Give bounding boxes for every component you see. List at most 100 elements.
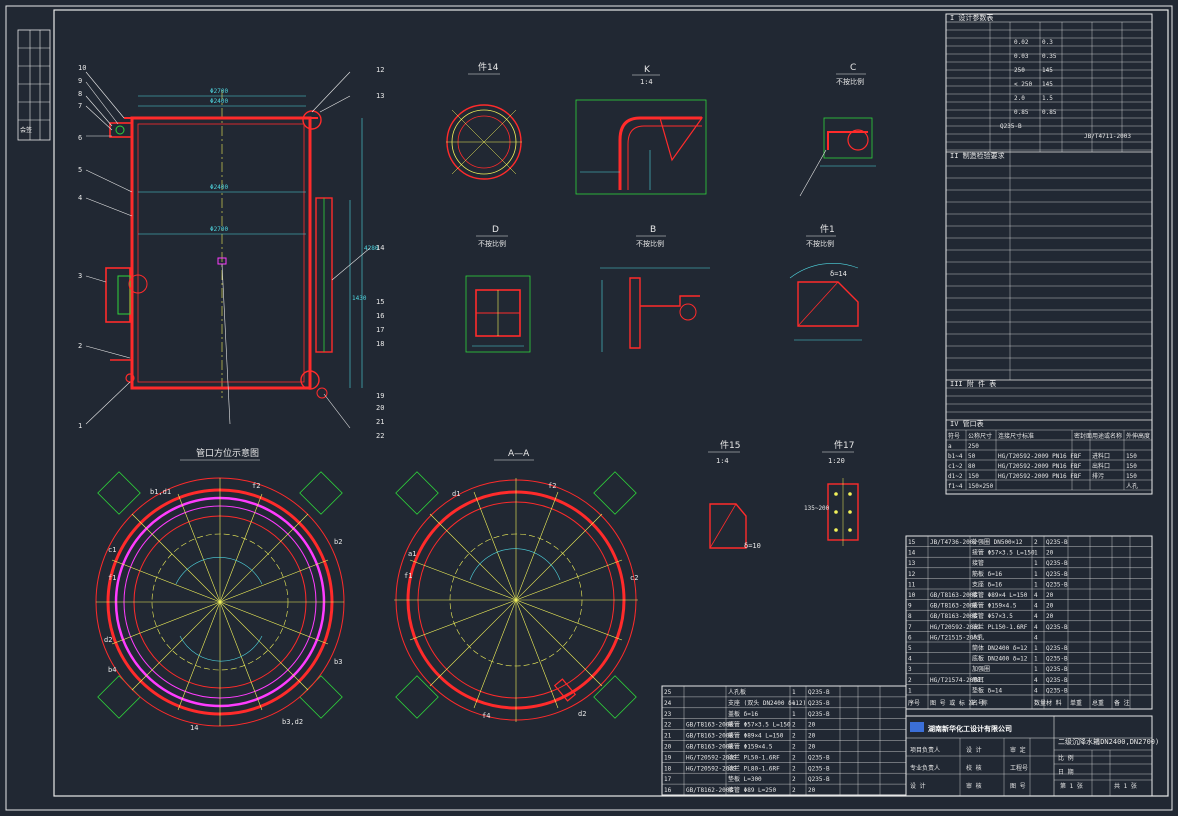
elevation-view[interactable]: Φ2700 Φ2400 Φ2400 Φ2700 4280 1430 10 9 8 bbox=[78, 64, 384, 440]
bom-lower-cell: 2 bbox=[792, 765, 796, 772]
note-part17: 135~200 bbox=[804, 505, 830, 512]
bom-upper-cell: 4 bbox=[1034, 634, 1038, 641]
bom-upper-cell: 20 bbox=[1046, 592, 1054, 599]
bom-upper-header: 总重 bbox=[1092, 699, 1104, 707]
bom-upper-cell: 接管 Φ89×4 L=150 bbox=[972, 591, 1028, 599]
plan-view-right[interactable]: A—A d1 a1 f1 f2 c2 d2 f4 bbox=[394, 449, 638, 722]
bom-upper-cell: HG/T21515-2005 bbox=[930, 634, 981, 641]
nozzle-b3d2: b3,d2 bbox=[282, 718, 303, 726]
title-label-7: 日 期 bbox=[1058, 768, 1074, 776]
nozzle-top-left[interactable] bbox=[109, 122, 133, 138]
title-row-left-2: 设 计 bbox=[910, 782, 926, 790]
bom-upper-cell: 4 bbox=[1034, 613, 1038, 620]
sheet-total: 共 1 张 bbox=[1114, 782, 1137, 790]
balloon-5: 5 bbox=[78, 166, 82, 174]
nozzle-cell: f1~4 bbox=[948, 483, 963, 490]
bom-upper-cell: 13 bbox=[908, 560, 916, 567]
nozzle-cell: RF bbox=[1074, 463, 1082, 470]
bom-lower-cell: 法兰 PL50-1.6RF bbox=[728, 753, 780, 761]
left-signature-strip: 会签 bbox=[17, 29, 51, 141]
nozzle-header-cell: 密封面 bbox=[1074, 432, 1092, 440]
nozzle-b2: b2 bbox=[334, 538, 342, 546]
bom-lower-cell: Q235-B bbox=[808, 711, 830, 718]
nozzle-cell: 出料口 bbox=[1092, 462, 1110, 470]
nozzle-cell: HG/T20592-2009 PN16 FL bbox=[998, 463, 1078, 470]
nozzle-b1d1: b1,d1 bbox=[150, 488, 171, 496]
title-label-2: 审 核 bbox=[966, 782, 982, 790]
detail-d[interactable]: D 不按比例 bbox=[465, 225, 531, 353]
nozzle-cell: c1~2 bbox=[948, 463, 963, 470]
detail-k[interactable]: K 1:4 bbox=[575, 65, 707, 195]
spec-value: 145 bbox=[1042, 81, 1053, 88]
detail-part17[interactable]: 件17 1:20 135~200 bbox=[804, 439, 859, 546]
company-name: 湖南新华化工设计有限公司 bbox=[928, 724, 1012, 733]
nozzle-cell: 人孔 bbox=[1126, 482, 1138, 490]
dim-main-width: Φ2700 bbox=[210, 88, 228, 95]
nozzle-cell: 80 bbox=[968, 463, 976, 470]
nozzle-f2: f2 bbox=[252, 482, 260, 490]
bom-upper-cell: 1 bbox=[1034, 581, 1038, 588]
vessel-shell[interactable] bbox=[130, 116, 312, 390]
balloon-16: 16 bbox=[376, 312, 384, 320]
view-scale-part17: 1:20 bbox=[828, 457, 845, 465]
spec-value: 0.03 bbox=[1014, 53, 1029, 60]
bom-lower-cell: 2 bbox=[792, 787, 796, 794]
nozzle-cell: 排污 bbox=[1092, 472, 1104, 480]
bom-upper-cell: Q235-B bbox=[1046, 677, 1068, 684]
bom-upper-cell: 筒体 DN2400 δ=12 bbox=[972, 644, 1028, 652]
detail-part1[interactable]: 件1 不按比例 δ=14 bbox=[789, 223, 862, 341]
nozzle-header-cell: 用途或名称 bbox=[1092, 432, 1122, 440]
bom-upper-header: 材 料 bbox=[1046, 699, 1062, 707]
bom-lower-cell: 盖板 δ=16 bbox=[728, 710, 758, 718]
title-label-5: 图 号 bbox=[1010, 783, 1026, 790]
detail-k-marker[interactable] bbox=[302, 110, 322, 130]
title-label-1: 校 核 bbox=[966, 764, 982, 772]
spec-title-4: IV 管口表 bbox=[950, 419, 984, 428]
bom-lower-cell: 17 bbox=[664, 776, 672, 783]
bom-upper-cell: 20 bbox=[1046, 613, 1054, 620]
bom-upper-cell: Q235-B bbox=[1046, 666, 1068, 673]
bom-upper-cell: 加强圈 bbox=[972, 665, 990, 673]
title-label-6: 比 例 bbox=[1058, 754, 1074, 762]
nozzle-c1: c1 bbox=[108, 546, 116, 554]
title-label-3: 审 定 bbox=[1010, 746, 1026, 754]
bom-lower-cell: 2 bbox=[792, 722, 796, 729]
balloon-8: 8 bbox=[78, 90, 82, 98]
bom-lower-cell: 法兰 PL80-1.6RF bbox=[728, 764, 780, 772]
nozzle-14: 14 bbox=[190, 724, 198, 732]
view-scale-b: 不按比例 bbox=[636, 239, 664, 248]
view-title-plan-left: 管口方位示意图 bbox=[196, 447, 259, 459]
title-block[interactable]: 湖南新华化工设计有限公司 二级沉降水箱 (DN2400,DN2700) 第 1 … bbox=[905, 715, 1159, 797]
bom-lower-cell: 垫板 L=300 bbox=[728, 775, 762, 783]
bom-upper-header: 单重 bbox=[1070, 699, 1082, 707]
bom-upper-cell: 4 bbox=[1034, 592, 1038, 599]
bom-lower-cell: 2 bbox=[792, 754, 796, 761]
detail-c[interactable]: C 不按比例 bbox=[799, 63, 876, 197]
detail-part15[interactable]: 件15 1:4 δ=10 bbox=[708, 439, 761, 550]
detail-b[interactable]: B 不按比例 bbox=[600, 225, 710, 352]
nozzle-b3: b3 bbox=[334, 658, 342, 666]
spec-table[interactable]: I 设计参数表 II 制造检验要求 III 附 件 表 IV 管口表 JB/T4… bbox=[945, 13, 1153, 495]
nozzle-cell: b1~4 bbox=[948, 453, 963, 460]
bom-upper-cell: 吊耳 bbox=[972, 677, 984, 684]
nozzle-cell: 150 bbox=[968, 473, 979, 480]
bom-lower-cell: 25 bbox=[664, 689, 672, 696]
nozzle-cell: a bbox=[948, 443, 952, 450]
nozzle-r-f4: f4 bbox=[482, 712, 490, 720]
bom-upper-cell: GB/T8163-2008 bbox=[930, 592, 977, 599]
bom-lower-cell: 2 bbox=[792, 744, 796, 751]
bom-upper-header: 图 号 或 标 准 号 bbox=[930, 699, 984, 707]
bom-upper-cell: Q235-B bbox=[1046, 645, 1068, 652]
detail-c-marker[interactable] bbox=[300, 370, 320, 390]
bom-upper-cell: 接管 Φ159×4.5 bbox=[972, 602, 1017, 610]
plan-view-left[interactable]: 管口方位示意图 b1,d1 c1 f1 d2 b4 b bbox=[95, 447, 345, 732]
bom-upper-cell: 接管 Φ57×3.5 bbox=[972, 612, 1013, 620]
detail-part14[interactable]: 件14 bbox=[446, 61, 522, 180]
bom-upper-cell: 3 bbox=[908, 666, 912, 673]
spec-value: 0.85 bbox=[1014, 109, 1029, 116]
